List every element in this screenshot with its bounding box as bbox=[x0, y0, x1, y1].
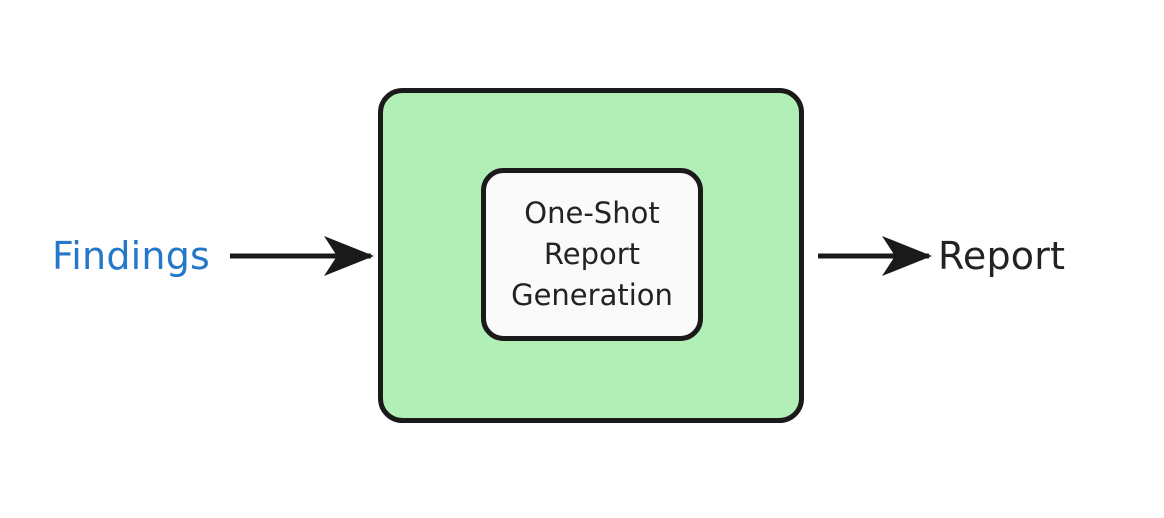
output-label-report: Report bbox=[938, 234, 1066, 278]
inner-node-box[interactable] bbox=[481, 168, 703, 341]
input-label-findings: Findings bbox=[52, 234, 211, 278]
